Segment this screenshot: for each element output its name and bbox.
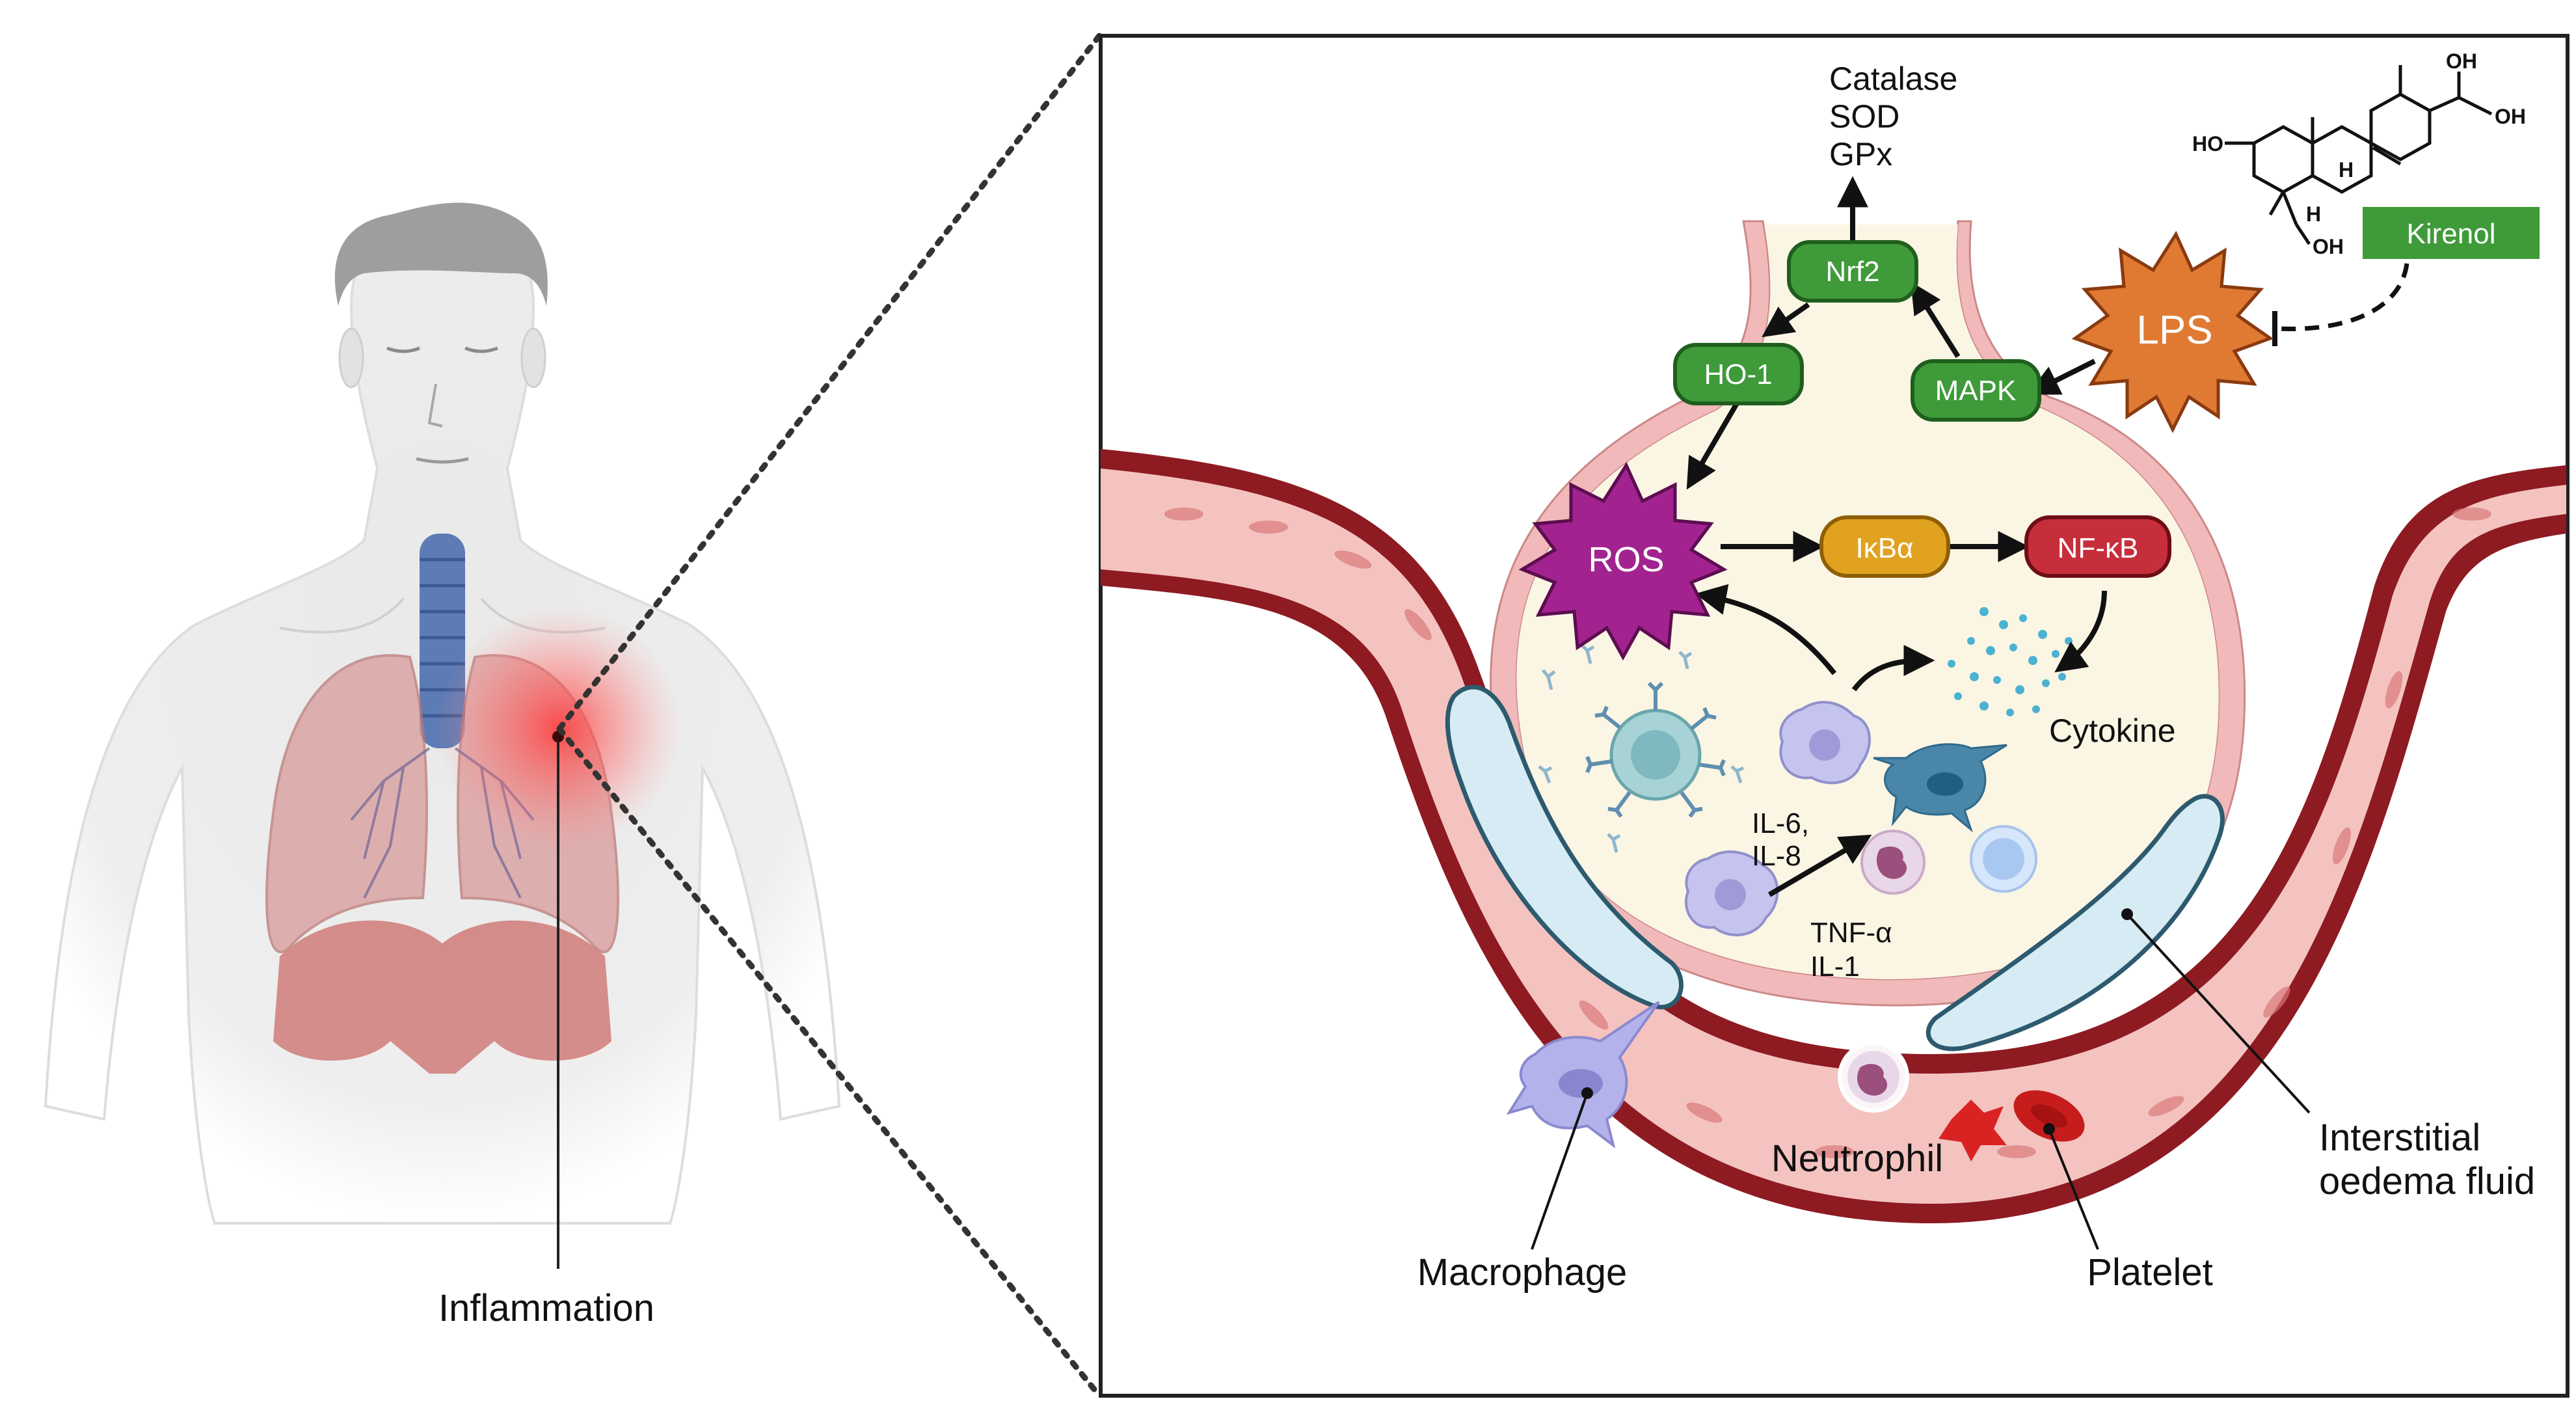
kirenol-node: Kirenol <box>2363 207 2540 259</box>
lps-node: LPS <box>2071 230 2274 433</box>
ros-node: ROS <box>1518 461 1728 661</box>
right-lung <box>265 654 428 953</box>
il1-label: IL-1 <box>1810 951 1860 983</box>
il8-label: IL-8 <box>1752 840 1801 872</box>
svg-text:Nrf2: Nrf2 <box>1825 256 1879 288</box>
cytokine-label: Cytokine <box>2049 712 2176 749</box>
svg-text:ROS: ROS <box>1588 540 1664 579</box>
oedema-label-line1: Interstitial <box>2319 1117 2480 1159</box>
human-figure <box>44 202 841 1269</box>
ho1-node: HO-1 <box>1673 343 1804 405</box>
mol-h-2: H <box>2306 202 2321 226</box>
svg-text:HO-1: HO-1 <box>1704 359 1772 390</box>
svg-text:MAPK: MAPK <box>1935 375 2017 407</box>
catalase-label: Catalase <box>1829 61 1957 97</box>
il6-label: IL-6, <box>1752 808 1809 839</box>
svg-text:NF-κB: NF-κB <box>2058 532 2139 564</box>
mapk-node: MAPK <box>1911 359 2041 422</box>
tnf-label: TNF-α <box>1810 917 1892 949</box>
immune-cells <box>1506 607 2085 1161</box>
nfkb-node: NF-κB <box>2024 515 2171 578</box>
kirenol-inhibition <box>2276 263 2409 332</box>
blood-vessel <box>1101 449 2566 1223</box>
oedema-capsule-right <box>1925 794 2225 1052</box>
svg-text:Kirenol: Kirenol <box>2407 218 2496 250</box>
oedema-capsule-left <box>1445 685 1684 1009</box>
gpx-label: GPx <box>1829 136 1892 172</box>
zoom-line-bottom <box>556 726 1103 1399</box>
callout-lines <box>1531 913 2311 1250</box>
mol-ho: HO <box>2192 132 2223 156</box>
sod-label: SOD <box>1829 98 1899 135</box>
svg-text:IκBα: IκBα <box>1855 532 1913 564</box>
nrf2-node: Nrf2 <box>1787 240 1918 303</box>
platelet-label: Platelet <box>2087 1251 2212 1294</box>
pathway-arrows <box>1686 176 2107 897</box>
macrophage-label: Macrophage <box>1417 1251 1627 1294</box>
diaphragm <box>273 920 611 1074</box>
mol-oh-2: OH <box>2495 105 2526 128</box>
kirenol-structure <box>2225 65 2493 245</box>
svg-text:LPS: LPS <box>2136 308 2212 353</box>
ikba-node: IκBα <box>1819 515 1950 578</box>
mol-oh-3: OH <box>2313 235 2344 258</box>
mol-oh-1: OH <box>2446 49 2477 73</box>
oedema-label-line2: oedema fluid <box>2319 1160 2535 1202</box>
inflammation-label: Inflammation <box>438 1287 654 1329</box>
mol-h-1: H <box>2339 158 2354 182</box>
neutrophil-label: Neutrophil <box>1771 1137 1943 1180</box>
zoom-line-top <box>556 33 1103 732</box>
